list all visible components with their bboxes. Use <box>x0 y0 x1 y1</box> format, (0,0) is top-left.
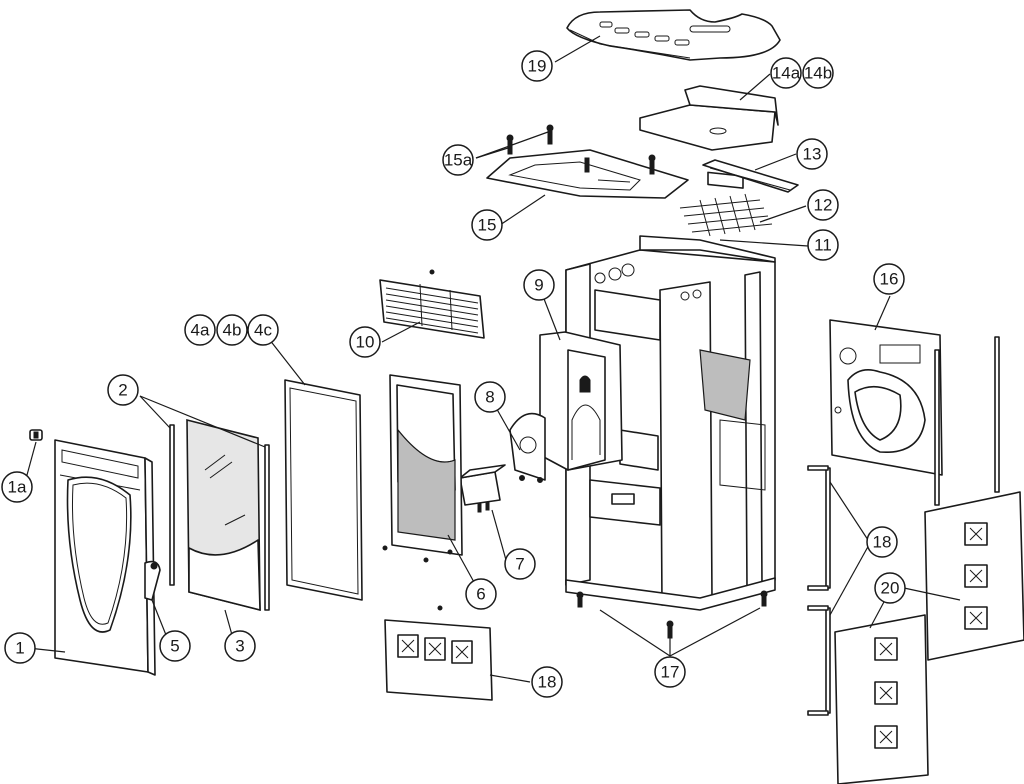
callout-1: 1 <box>4 632 36 664</box>
callout-11-label: 11 <box>814 236 832 255</box>
callout-16: 16 <box>873 263 905 295</box>
callout-12-label: 12 <box>814 196 833 215</box>
part-4-glass-panel <box>284 379 363 601</box>
callout-13-label: 13 <box>803 145 822 164</box>
callout-7-label: 7 <box>515 555 524 574</box>
callout-10: 10 <box>349 326 381 358</box>
callout-11: 11 <box>807 229 839 261</box>
callout-4b: 4b <box>216 314 248 346</box>
callout-14b-label: 14b <box>804 64 832 83</box>
part-1a-knob <box>29 429 43 441</box>
callout-15a: 15a <box>442 144 474 176</box>
part-18-front-panel <box>384 605 493 701</box>
part-11-main-body <box>565 235 776 611</box>
callout-1a-label: 1a <box>8 478 27 497</box>
part-5-handle <box>144 560 161 601</box>
callout-15: 15 <box>471 209 503 241</box>
callout-8: 8 <box>474 381 506 413</box>
callout-9: 9 <box>523 269 555 301</box>
callout-2: 2 <box>107 374 139 406</box>
callout-8-label: 8 <box>485 388 494 407</box>
callout-5: 5 <box>159 630 191 662</box>
part-12-grid <box>679 193 773 237</box>
part-13-bar <box>702 159 799 193</box>
callout-4a-label: 4a <box>191 321 210 340</box>
part-2-gaskets <box>169 424 270 611</box>
callout-2-label: 2 <box>118 381 127 400</box>
callout-3-label: 3 <box>235 637 244 656</box>
callout-4b-label: 4b <box>223 321 242 340</box>
callout-12: 12 <box>807 189 839 221</box>
callout-4c: 4c <box>247 314 279 346</box>
callout-7: 7 <box>504 548 536 580</box>
callout-10-label: 10 <box>356 333 375 352</box>
part-15-top-plate <box>486 124 689 199</box>
callout-4a: 4a <box>184 314 216 346</box>
callout-6-label: 6 <box>476 585 485 604</box>
callout-9-label: 9 <box>534 276 543 295</box>
callout-18-front: 18 <box>531 666 563 698</box>
part-10-grille <box>379 269 485 339</box>
part-14-upper-panel <box>639 85 779 189</box>
callout-18-right: 18 <box>866 526 898 558</box>
part-19-top-cover <box>566 9 781 61</box>
callout-15-label: 15 <box>478 216 497 235</box>
part-20-side-panel-left <box>834 614 929 784</box>
callout-17: 17 <box>654 656 686 688</box>
callout-20: 20 <box>874 572 906 604</box>
callout-17-label: 17 <box>661 663 680 682</box>
callout-19-label: 19 <box>528 57 547 76</box>
part-9-firebox <box>539 331 623 471</box>
part-16-back-panel <box>829 319 943 476</box>
callout-14a-label: 14a <box>772 64 801 83</box>
callout-14a: 14a <box>770 57 802 89</box>
callout-13: 13 <box>796 138 828 170</box>
callout-5-label: 5 <box>170 637 179 656</box>
callout-19: 19 <box>521 50 553 82</box>
part-1-door <box>54 439 156 676</box>
callout-18-right-label: 18 <box>873 533 892 552</box>
callout-18-front-label: 18 <box>538 673 557 692</box>
part-8-plate <box>509 412 546 483</box>
part-7-box <box>459 464 506 513</box>
callout-1a: 1a <box>1 471 33 503</box>
callout-1-label: 1 <box>15 639 24 658</box>
callout-20-label: 20 <box>881 579 900 598</box>
part-17-feet <box>576 590 768 639</box>
callout-3: 3 <box>224 630 256 662</box>
callout-16-label: 16 <box>880 270 899 289</box>
part-18-bracket-lower <box>807 605 831 716</box>
callout-14b: 14b <box>802 57 834 89</box>
part-20-side-panel-right <box>924 336 1024 661</box>
part-18-bracket-upper <box>807 465 831 591</box>
callout-6: 6 <box>465 578 497 610</box>
part-3-glass <box>186 418 261 612</box>
part-6-inner-frame <box>382 374 463 563</box>
callout-15a-label: 15a <box>444 151 473 170</box>
callout-4c-label: 4c <box>254 321 272 340</box>
